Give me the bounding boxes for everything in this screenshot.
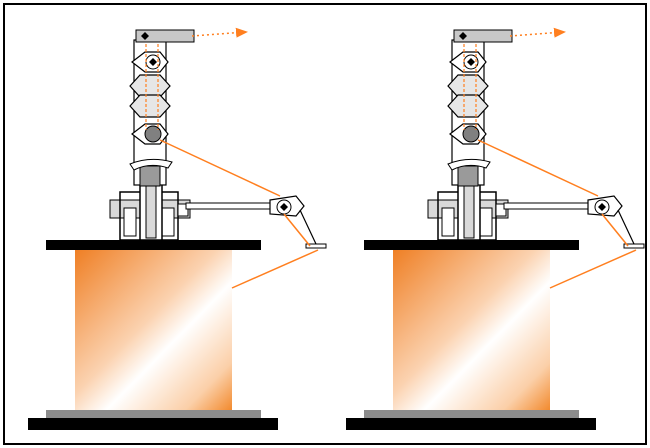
top-bracket-diamond-icon — [141, 32, 149, 40]
lever-pivot-diamond-icon — [598, 203, 606, 211]
lever-pivot-diamond-icon — [280, 203, 288, 211]
upper-pivot-diamond-icon — [467, 58, 475, 66]
lever-foot — [305, 243, 327, 249]
lever-foot — [623, 243, 645, 249]
linkage-upper — [477, 139, 599, 197]
tank-body — [75, 250, 232, 410]
flange-nut — [177, 203, 189, 217]
dotted-arrow-right — [509, 27, 566, 38]
dotted-arrow-right — [191, 27, 248, 38]
lever-rod — [503, 202, 591, 210]
stem-knurl — [139, 165, 161, 187]
hex-nut-2 — [129, 94, 171, 118]
stem-collar — [129, 158, 173, 171]
linkage-upper — [159, 139, 281, 197]
stem-core — [463, 185, 475, 239]
base-bar — [28, 418, 278, 430]
linkage-lower — [231, 249, 319, 289]
flange-nut — [495, 203, 507, 217]
unit-left — [28, 27, 327, 430]
top-bracket-diamond-icon — [459, 32, 467, 40]
flange-bolt-right — [479, 207, 493, 237]
stem-knurl — [457, 165, 479, 187]
ground-strip — [364, 410, 579, 418]
stem-core — [145, 185, 157, 239]
lever-arm — [299, 209, 317, 245]
unit-right — [346, 27, 645, 430]
platform-top-bar — [46, 240, 261, 250]
flange-bolt-left — [441, 207, 455, 237]
hex-nut-2 — [447, 94, 489, 118]
flange-bolt-right — [161, 207, 175, 237]
linkage-arm — [283, 213, 311, 247]
lower-pivot-knob — [462, 125, 480, 143]
flange-bolt-left — [123, 207, 137, 237]
upper-pivot-diamond-icon — [149, 58, 157, 66]
linkage-arm — [601, 213, 629, 247]
linkage-lower — [549, 249, 637, 289]
lower-pivot-knob — [144, 125, 162, 143]
lever-arm — [617, 209, 635, 245]
stem-collar — [447, 158, 491, 171]
tank-body — [393, 250, 550, 410]
base-bar — [346, 418, 596, 430]
ground-strip — [46, 410, 261, 418]
platform-top-bar — [364, 240, 579, 250]
lever-rod — [185, 202, 273, 210]
